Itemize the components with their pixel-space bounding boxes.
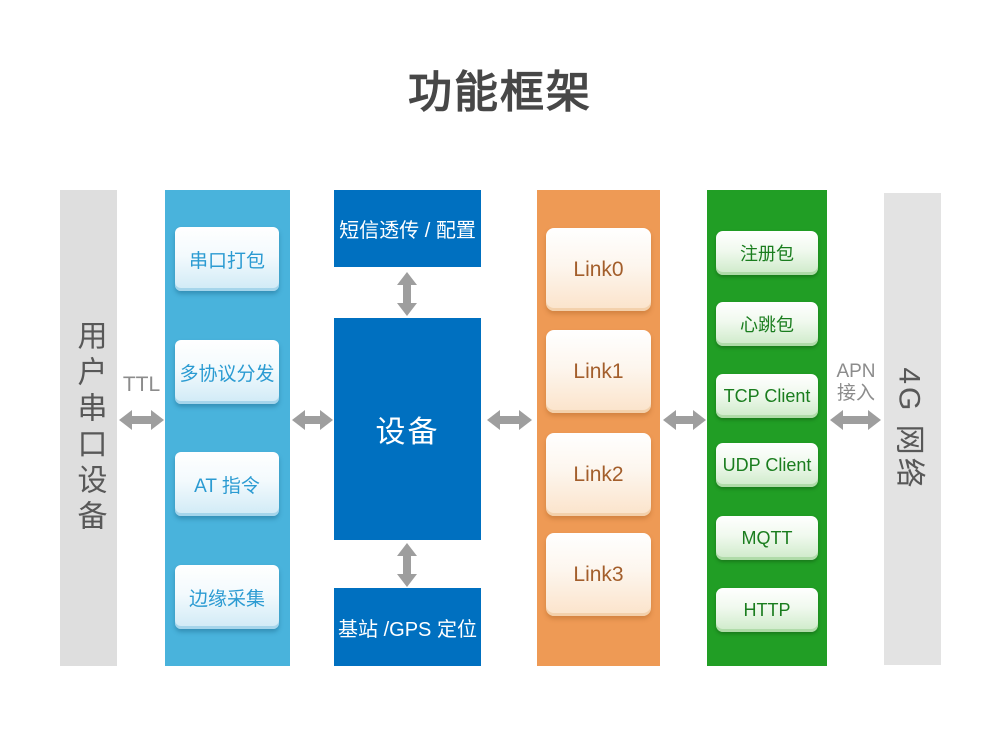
mqtt-box: MQTT (716, 516, 818, 560)
device-column: 短信透传 / 配置 设备 基站 /GPS 定位 (334, 190, 481, 666)
at-command-box: AT 指令 (175, 452, 279, 516)
arrow-serial-to-device (292, 409, 333, 431)
ttl-label: TTL (122, 373, 161, 396)
arrow-protocol-to-4g (830, 409, 881, 431)
apn-label: APN 接入 (831, 361, 881, 405)
edge-collection-box: 边缘采集 (175, 565, 279, 629)
multi-protocol-box: 多协议分发 (175, 340, 279, 404)
arrow-device-to-gps (396, 543, 418, 587)
arrow-head-right-icon (151, 410, 164, 430)
arrow-user-to-serial (119, 409, 164, 431)
arrow-head-right-icon (519, 410, 532, 430)
link3-box: Link3 (546, 533, 651, 616)
base-station-gps-box: 基站 /GPS 定位 (334, 588, 481, 666)
sms-transparent-config-box: 短信透传 / 配置 (334, 190, 481, 267)
http-box: HTTP (716, 588, 818, 632)
arrow-head-left-icon (663, 410, 676, 430)
arrow-device-to-link (487, 409, 532, 431)
tcp-client-box: TCP Client (716, 374, 818, 418)
arrow-head-up-icon (397, 543, 417, 556)
serial-functions-column: 串口打包 多协议分发 AT 指令 边缘采集 (165, 190, 290, 666)
protocol-column: 注册包 心跳包 TCP Client UDP Client MQTT HTTP (707, 190, 827, 666)
arrow-head-left-icon (487, 410, 500, 430)
arrow-head-down-icon (397, 574, 417, 587)
apn-label-line2: 接入 (836, 383, 875, 404)
user-serial-device-bar: 用户串口设备 (60, 190, 117, 666)
arrow-head-right-icon (320, 410, 333, 430)
arrow-sms-to-device (396, 272, 418, 316)
apn-label-line1: APN (836, 361, 876, 382)
page-title: 功能框架 (408, 68, 592, 117)
arrow-head-up-icon (397, 272, 417, 285)
link-column: Link0 Link1 Link2 Link3 (537, 190, 660, 666)
device-box: 设备 (334, 318, 481, 540)
udp-client-box: UDP Client (716, 443, 818, 487)
arrow-head-left-icon (119, 410, 132, 430)
arrow-shaft (675, 416, 694, 424)
arrow-shaft (304, 416, 321, 424)
arrow-link-to-protocol (663, 409, 706, 431)
link1-box: Link1 (546, 330, 651, 413)
arrow-shaft (131, 416, 152, 424)
serial-pack-box: 串口打包 (175, 227, 279, 291)
user-serial-device-label: 用户串口设备 (72, 320, 106, 536)
register-packet-box: 注册包 (716, 231, 818, 275)
link0-box: Link0 (546, 228, 651, 311)
arrow-head-left-icon (292, 410, 305, 430)
arrow-head-right-icon (693, 410, 706, 430)
arrow-head-left-icon (830, 410, 843, 430)
arrow-shaft (842, 416, 869, 424)
arrow-head-right-icon (868, 410, 881, 430)
arrow-head-down-icon (397, 303, 417, 316)
arrow-shaft (403, 284, 411, 304)
network-4g-label: 4G 网络 (892, 367, 926, 491)
arrow-shaft (499, 416, 520, 424)
heartbeat-packet-box: 心跳包 (716, 302, 818, 346)
link2-box: Link2 (546, 433, 651, 516)
arrow-shaft (403, 555, 411, 575)
network-4g-bar: 4G 网络 (884, 193, 941, 665)
